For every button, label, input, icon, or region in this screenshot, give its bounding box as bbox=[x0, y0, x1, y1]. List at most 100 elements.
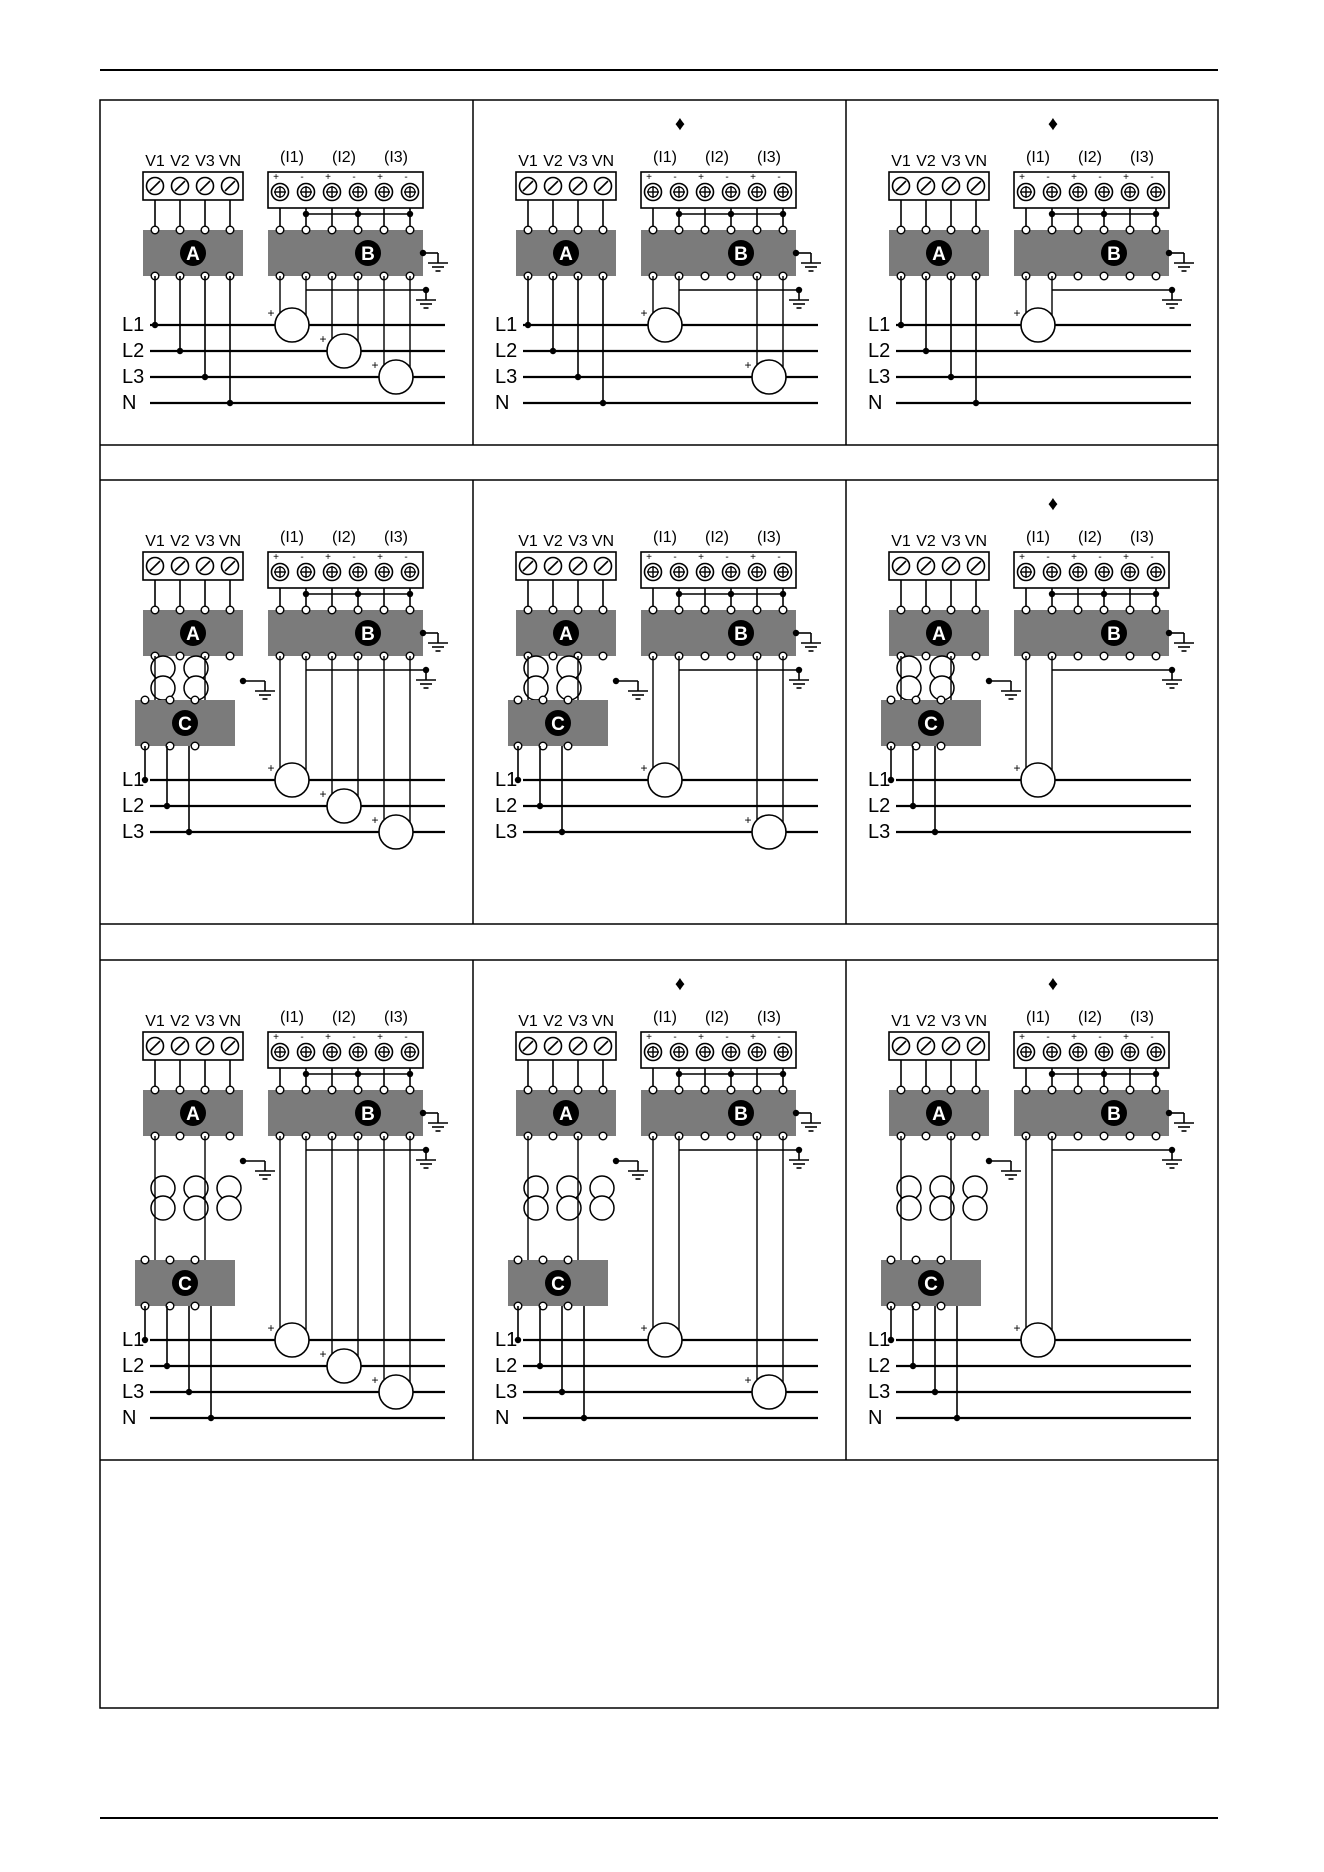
terminal-point bbox=[405, 225, 415, 235]
junction-dot bbox=[302, 1070, 310, 1078]
polarity-mark: - bbox=[300, 1032, 303, 1043]
terminal-point bbox=[598, 225, 608, 235]
terminal-point bbox=[971, 651, 981, 661]
terminal-point bbox=[1099, 605, 1109, 615]
voltage-terminal-label: V2 bbox=[543, 1013, 563, 1030]
ct-polarity-plus: + bbox=[267, 306, 274, 320]
polarity-mark: + bbox=[1123, 552, 1129, 563]
line-label-L1: L1 bbox=[868, 314, 890, 336]
diagram-grid bbox=[100, 100, 1218, 1461]
terminal-point bbox=[1073, 1085, 1083, 1095]
polarity-mark: + bbox=[1071, 1032, 1077, 1043]
block-b-letter: B bbox=[1107, 1104, 1121, 1125]
block-a-badge bbox=[553, 1100, 579, 1126]
note-diamond: ♦ bbox=[1048, 493, 1058, 515]
screw-slot bbox=[199, 180, 211, 192]
terminal-point bbox=[1151, 1085, 1161, 1095]
current-transformer-icon bbox=[378, 1374, 414, 1410]
terminal-point bbox=[1021, 605, 1031, 615]
polarity-mark: - bbox=[673, 1032, 676, 1043]
current-terminal-label: (I2) bbox=[332, 1009, 356, 1026]
voltage-terminal-label: V1 bbox=[518, 1013, 538, 1030]
terminal-point bbox=[1021, 225, 1031, 235]
terminal-point bbox=[700, 225, 710, 235]
terminal-point bbox=[752, 225, 762, 235]
current-transformer-icon bbox=[751, 359, 787, 395]
voltage-transformer-secondary-icon bbox=[896, 1195, 922, 1221]
voltage-transformer-secondary-icon bbox=[589, 1195, 615, 1221]
current-transformer-icon bbox=[1020, 762, 1056, 798]
current-terminal-label: (I3) bbox=[757, 529, 781, 546]
screw-slot bbox=[174, 560, 186, 572]
voltage-terminal-label: VN bbox=[965, 153, 987, 170]
line-label-N: N bbox=[122, 1407, 136, 1429]
terminal-point bbox=[175, 651, 185, 661]
current-terminal-strip bbox=[267, 551, 424, 589]
line-label-L3: L3 bbox=[122, 1381, 144, 1403]
terminal-point bbox=[921, 225, 931, 235]
polarity-mark: + bbox=[325, 552, 331, 563]
current-terminal-label: (I1) bbox=[653, 529, 677, 546]
terminal-point bbox=[190, 1255, 200, 1265]
terminal-point bbox=[1099, 225, 1109, 235]
voltage-terminal-label: VN bbox=[592, 533, 614, 550]
terminal-point bbox=[1099, 651, 1109, 661]
ct-polarity-plus: + bbox=[319, 1347, 326, 1361]
terminal-point bbox=[225, 605, 235, 615]
voltage-terminal-label: VN bbox=[219, 533, 241, 550]
block-c-badge bbox=[918, 1270, 944, 1296]
junction-dot bbox=[1152, 1070, 1160, 1078]
block-a-badge bbox=[180, 1100, 206, 1126]
terminal-point bbox=[200, 1085, 210, 1095]
screw-slot bbox=[149, 180, 161, 192]
terminal-point bbox=[778, 1085, 788, 1095]
polarity-mark: + bbox=[646, 172, 652, 183]
junction-dot bbox=[675, 210, 683, 218]
terminal-point bbox=[674, 1085, 684, 1095]
junction-dot bbox=[574, 373, 582, 381]
current-transformer-icon bbox=[647, 307, 683, 343]
voltage-terminal-label: V2 bbox=[543, 153, 563, 170]
terminal-point bbox=[598, 1131, 608, 1141]
voltage-terminal-label: V3 bbox=[568, 153, 588, 170]
terminal-point bbox=[1125, 1085, 1135, 1095]
polarity-mark: + bbox=[325, 172, 331, 183]
screw-slot bbox=[895, 1040, 907, 1052]
line-label-L2: L2 bbox=[122, 1355, 144, 1377]
voltage-terminal-label: V3 bbox=[941, 1013, 961, 1030]
current-transformer-icon bbox=[1020, 307, 1056, 343]
voltage-terminal-label: V2 bbox=[916, 153, 936, 170]
voltage-terminal-label: VN bbox=[592, 1013, 614, 1030]
polarity-mark: - bbox=[1046, 552, 1049, 563]
line-label-L2: L2 bbox=[868, 1355, 890, 1377]
block-c-badge bbox=[918, 710, 944, 736]
screw-slot bbox=[970, 560, 982, 572]
polarity-mark: + bbox=[377, 1032, 383, 1043]
current-transformer-icon bbox=[378, 359, 414, 395]
terminal-point bbox=[1073, 605, 1083, 615]
line-label-L1: L1 bbox=[495, 769, 517, 791]
block-b-badge bbox=[355, 1100, 381, 1126]
screw-slot bbox=[199, 560, 211, 572]
screw-slot bbox=[522, 180, 534, 192]
junction-dot bbox=[922, 347, 930, 355]
junction-dot bbox=[1100, 590, 1108, 598]
line-label-L2: L2 bbox=[495, 1355, 517, 1377]
junction-dot bbox=[727, 1070, 735, 1078]
current-module-block bbox=[641, 230, 796, 276]
junction-dot bbox=[727, 210, 735, 218]
current-terminal-label: (I1) bbox=[1026, 1009, 1050, 1026]
terminal-point bbox=[405, 605, 415, 615]
polarity-mark: + bbox=[750, 1032, 756, 1043]
polarity-mark: - bbox=[777, 172, 780, 183]
current-terminal-label: (I1) bbox=[653, 149, 677, 166]
terminal-point bbox=[327, 1085, 337, 1095]
line-label-L1: L1 bbox=[122, 1329, 144, 1351]
polarity-mark: - bbox=[1098, 1032, 1101, 1043]
terminal-point bbox=[538, 695, 548, 705]
screw-slot bbox=[547, 180, 559, 192]
block-a-badge bbox=[926, 240, 952, 266]
terminal-point bbox=[921, 651, 931, 661]
screw-slot bbox=[920, 1040, 932, 1052]
